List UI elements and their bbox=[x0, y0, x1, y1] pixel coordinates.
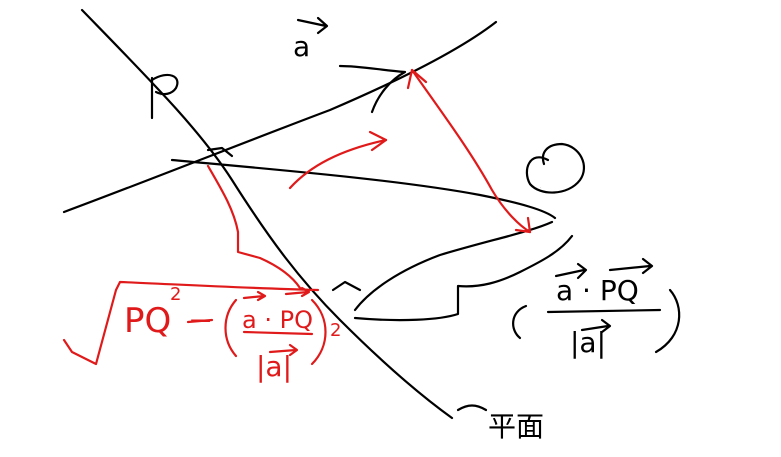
step-path bbox=[353, 234, 574, 322]
formula-fraction-bar bbox=[242, 330, 314, 336]
formula-exponent: 2 bbox=[330, 320, 341, 341]
red-zigzag bbox=[206, 164, 302, 290]
formula-pq-exponent: 2 bbox=[170, 284, 181, 305]
point-p-marker bbox=[150, 73, 179, 120]
plane-hook bbox=[456, 404, 488, 412]
formula-den-arrow bbox=[268, 343, 299, 357]
proj-right-paren bbox=[654, 288, 681, 354]
plane-right-angle bbox=[331, 280, 362, 292]
projection-denominator: |a| bbox=[570, 326, 606, 359]
vector-a-line bbox=[62, 20, 498, 214]
formula-num-arrows bbox=[242, 286, 311, 302]
formula-numerator: a · PQ bbox=[242, 306, 313, 334]
point-q-marker bbox=[525, 142, 586, 194]
middle-arrowhead bbox=[368, 130, 388, 152]
formula-minus: − bbox=[188, 303, 213, 338]
proj-fraction-bar bbox=[546, 308, 662, 314]
line-to-q bbox=[170, 158, 557, 220]
right-angle-mark bbox=[206, 146, 234, 158]
vector-a-arrow bbox=[296, 16, 329, 35]
point-q-label: Q bbox=[540, 187, 541, 189]
plane-label: 平面 bbox=[488, 410, 544, 443]
point-p-label: P bbox=[160, 95, 161, 97]
proj-den-arrow bbox=[580, 318, 612, 334]
formula-right-paren bbox=[310, 298, 327, 366]
formula-denominator: |a| bbox=[256, 350, 292, 383]
formula-minus-stroke bbox=[186, 318, 214, 324]
distance-arrowhead-bottom bbox=[514, 216, 532, 234]
vector-a-hook bbox=[338, 64, 407, 114]
projection-numerator: a · PQ bbox=[556, 274, 639, 307]
red-ink bbox=[62, 68, 532, 366]
proj-pq-arrow bbox=[608, 257, 654, 275]
text-labels: a P Q a · PQ |a| PQ 2 − a · PQ |a| 2 平面 bbox=[124, 30, 639, 443]
proj-a-arrow bbox=[554, 262, 588, 280]
distance-double-arrow bbox=[410, 68, 532, 234]
formula-left-paren bbox=[224, 298, 238, 358]
lower-curve bbox=[353, 220, 554, 312]
middle-curved-arrow bbox=[288, 138, 388, 190]
proj-left-paren bbox=[512, 304, 528, 340]
sqrt-sign bbox=[62, 280, 320, 366]
black-ink bbox=[62, 8, 681, 420]
distance-arrowhead-top bbox=[406, 68, 428, 90]
vector-a-label: a bbox=[293, 30, 310, 63]
formula-pq: PQ bbox=[124, 301, 171, 341]
